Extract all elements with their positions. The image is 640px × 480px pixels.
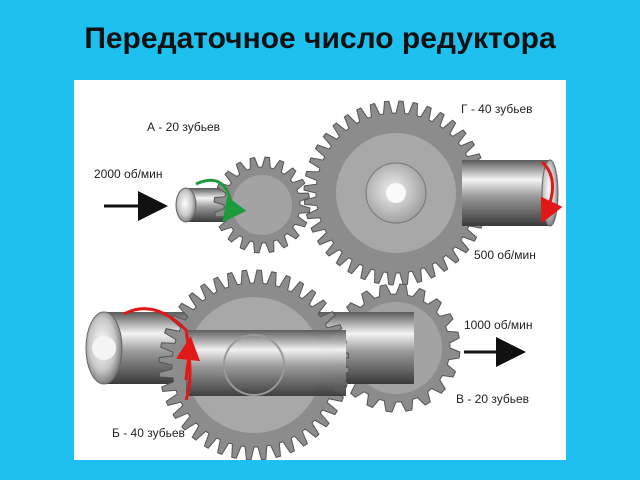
gear-a [213, 156, 311, 254]
label-gear-a: А - 20 зубьев [147, 120, 221, 134]
gear-b [158, 269, 350, 460]
label-gear-g: Г - 40 зубьев [461, 102, 533, 116]
gear-g-bore [386, 183, 406, 203]
label-speed-in: 2000 об/мин [94, 167, 163, 181]
gear-g [303, 100, 489, 286]
label-speed-mid: 1000 об/мин [464, 318, 533, 332]
slide-title: Передаточное число редуктора [84, 22, 556, 55]
rotation-arrow-b-curve [123, 307, 192, 401]
gear-diagram-panel: А - 20 зубьев 2000 об/мин Г - 40 зубьев … [74, 80, 566, 460]
label-gear-b: Б - 40 зубьев [112, 426, 185, 440]
label-gear-v: В - 20 зубьев [456, 392, 530, 406]
gear-a-face [232, 175, 292, 235]
label-speed-out: 500 об/мин [474, 248, 536, 262]
gear-diagram [85, 100, 563, 460]
rotation-arrow-b [176, 336, 201, 381]
rotation-arrow-g [540, 160, 563, 224]
rotation-arrow-a [195, 178, 247, 223]
